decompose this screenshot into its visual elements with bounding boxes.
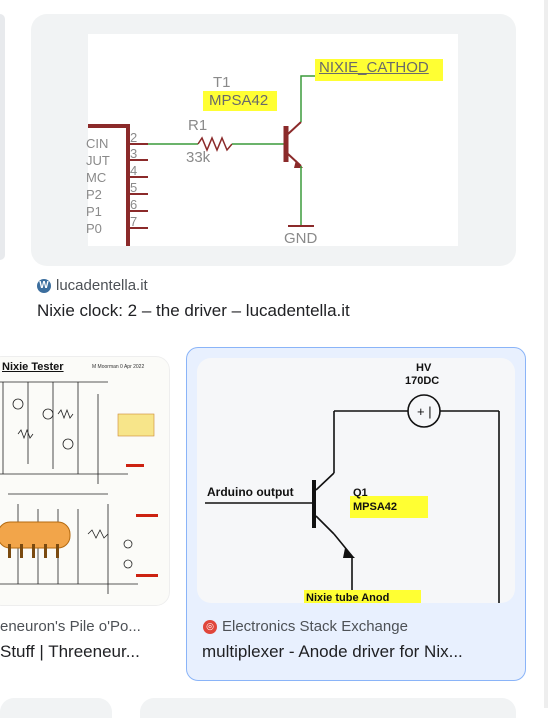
result-card-image-threeneuron[interactable]: Nixie Tester M Moorman 0 Apr 2022 (0, 356, 170, 606)
nixie-cathode-label: NIXIE_CATHOD (319, 59, 429, 76)
q1-part-label: MPSA42 (353, 501, 398, 513)
pin-number: 4 (130, 163, 138, 178)
pin-label: CIN (86, 136, 109, 151)
pin-label: MC (86, 170, 107, 185)
pin-label: P1 (86, 204, 102, 219)
previous-card-edge[interactable] (0, 14, 5, 260)
pin-number: 7 (130, 214, 138, 229)
pin-number: 5 (130, 180, 138, 195)
q1-label: Q1 (353, 487, 368, 499)
r1-label: R1 (188, 117, 208, 134)
anode-driver-drawing: + | (205, 394, 500, 603)
tester-header: Nixie Tester (2, 361, 64, 373)
nixie-anode-label: Nixie tube Anod (306, 592, 390, 603)
stackexchange-icon: ◎ (203, 619, 217, 634)
pin-label: P0 (86, 221, 102, 236)
schematic-image: T1 MPSA42 R1 33k NIXIE_CATHOD GND 2 3 4 … (66, 34, 458, 258)
result-source-threeneuron[interactable]: eneuron's Pile o'Po... (0, 618, 141, 635)
result-source-stackexchange[interactable]: ◎ Electronics Stack Exchange (203, 618, 408, 635)
source-name: lucadentella.it (56, 277, 148, 294)
scroll-edge (544, 0, 548, 708)
hv-value: 170DC (405, 375, 440, 387)
hv-label: HV (416, 362, 432, 374)
mpsa42-label: MPSA42 (209, 92, 269, 109)
pin-label: P2 (86, 187, 102, 202)
highlight-mpsa42 (203, 91, 277, 111)
pin-number: 6 (130, 197, 138, 212)
result-card-image-stackexchange[interactable]: + | HV 170DC Arduino output Q1 MPSA42 Ni… (197, 358, 515, 603)
highlight-anode (304, 590, 421, 603)
pin-number: 2 (130, 130, 138, 145)
pin-number: 3 (130, 146, 138, 161)
wordpress-icon: W (37, 278, 51, 293)
result-title-lucadentella[interactable]: Nixie clock: 2 – the driver – lucadentel… (37, 301, 350, 320)
result-card-electronics-stackexchange[interactable]: + | HV 170DC Arduino output Q1 MPSA42 Ni… (186, 347, 526, 681)
r1-value: 33k (186, 149, 211, 166)
highlight-q1-part (350, 496, 428, 518)
tester-schematic-drawing (0, 381, 158, 594)
result-title-threeneuron[interactable]: Stuff | Threeneur... (0, 642, 140, 661)
result-source-lucadentella[interactable]: W lucadentella.it (37, 277, 148, 294)
gnd-label: GND (284, 230, 318, 247)
arduino-output-label: Arduino output (207, 485, 294, 499)
next-card-left-edge[interactable] (0, 698, 112, 718)
svg-text:+ |: + | (417, 404, 432, 419)
t1-label: T1 (213, 74, 231, 91)
pin-label: JUT (86, 153, 110, 168)
result-card-image-lucadentella[interactable]: T1 MPSA42 R1 33k NIXIE_CATHOD GND 2 3 4 … (31, 14, 516, 266)
next-card-right-edge[interactable] (140, 698, 516, 718)
highlight-cathode (315, 59, 443, 81)
tester-date: M Moorman 0 Apr 2022 (92, 364, 145, 370)
source-name: Electronics Stack Exchange (222, 618, 408, 635)
result-title-stackexchange[interactable]: multiplexer - Anode driver for Nix... (202, 642, 463, 661)
